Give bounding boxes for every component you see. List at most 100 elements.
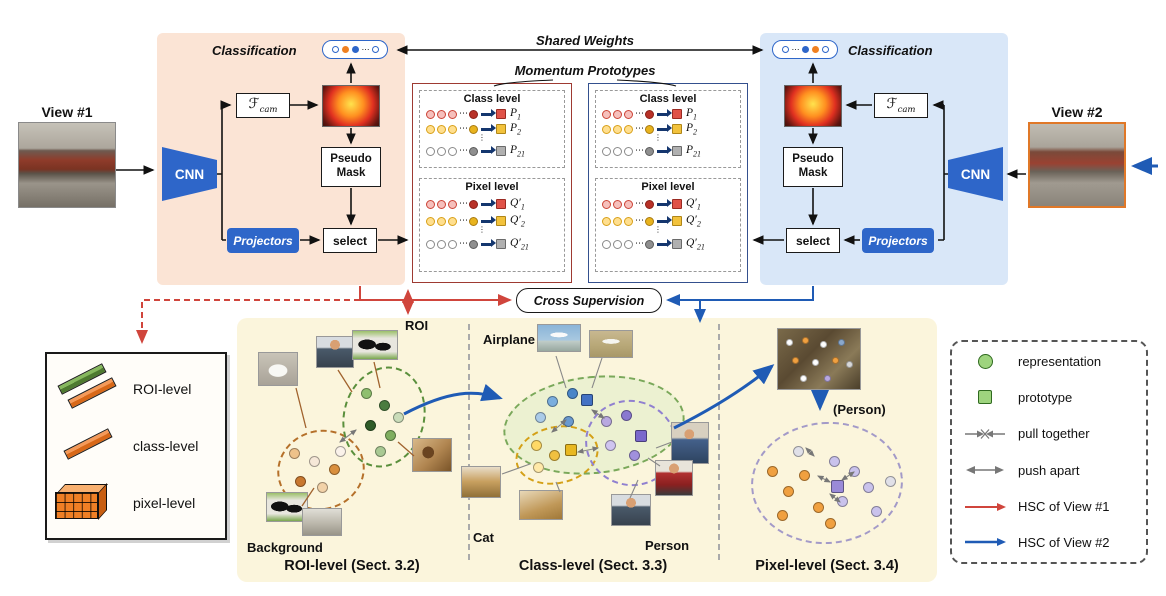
representation-dot	[825, 518, 836, 529]
prototype-row: ⋯Q′2	[420, 214, 564, 228]
representation-dot	[777, 510, 788, 521]
class-level-icon	[53, 423, 125, 469]
representation-dot	[375, 446, 386, 457]
section-divider	[468, 324, 470, 560]
representation-dot	[837, 496, 848, 507]
prototype-square	[672, 124, 682, 134]
representation-dot	[309, 456, 320, 467]
pixel-section-title: Pixel-level (Sect. 3.4)	[755, 558, 899, 574]
representation-dot	[295, 476, 306, 487]
prototype-row: ⋯P21	[420, 144, 564, 158]
representation-dot	[829, 456, 840, 467]
class-section-title: Class-level (Sect. 3.3)	[518, 558, 668, 574]
pixel-level-prototypes: Pixel level ⋯Q′1 ⋯Q′2 ⋮ ⋯Q′21	[595, 178, 741, 272]
prototype-label: Q′2	[686, 213, 701, 229]
fcam-label: ℱcam	[886, 96, 916, 115]
classification-label-view1: Classification	[212, 43, 297, 58]
view1-image	[18, 122, 116, 208]
representation-dot	[767, 466, 778, 477]
representation-icon	[977, 354, 993, 369]
prototype-label: P1	[510, 106, 522, 122]
arrow-icon	[657, 239, 672, 248]
prototype-label: Q′21	[510, 236, 529, 252]
representation-dot	[605, 440, 616, 451]
class-level-title: Class level	[639, 93, 697, 105]
select-box-view1: select	[323, 228, 377, 253]
projectors-box-view2: Projectors	[862, 228, 934, 253]
class-score-dot	[781, 46, 789, 53]
vertical-dots: ⋮	[654, 225, 662, 234]
legend-hsc-view2: HSC of View #2	[962, 535, 1136, 550]
ellipsis: ⋯	[791, 45, 800, 54]
hsc-view1-arrow-icon	[962, 501, 1008, 513]
legend-push-apart: push apart	[962, 462, 1136, 478]
photo-background-1	[266, 492, 308, 522]
prototype-row: ⋯P2	[420, 121, 564, 137]
prototype-label: P2	[510, 121, 522, 137]
fcam-label: ℱcam	[248, 96, 278, 115]
cnn-label: CNN	[174, 166, 205, 182]
momentum-prototypes-label: Momentum Prototypes	[514, 63, 656, 78]
prototype-row: ⋯Q′21	[420, 236, 564, 252]
representation-dot	[317, 482, 328, 493]
person-label: Person	[645, 538, 690, 553]
representation-dot	[849, 466, 860, 477]
representation-dot	[385, 430, 396, 441]
cross-supervision-box: Cross Supervision	[516, 288, 662, 313]
roi-label: ROI	[405, 318, 429, 333]
feature-levels-legend: ROI-level class-level pixel-level	[45, 352, 227, 540]
photo-airplane-1	[537, 324, 581, 352]
prototype-square	[496, 146, 506, 156]
representation-dot	[379, 400, 390, 411]
class-level-prototypes: Class level ⋯P1 ⋯P2 ⋮ ⋯P21	[595, 90, 741, 168]
prototype-row: ⋯Q′2	[596, 213, 740, 229]
prototype-row: ⋯Q′1	[420, 197, 564, 211]
photo-airplane-2	[589, 330, 633, 358]
pseudo-mask-box-view2: Pseudo Mask	[783, 147, 843, 187]
representation-dot	[793, 446, 804, 457]
pseudo-mask-box-view1: Pseudo Mask	[321, 147, 381, 187]
representation-dot	[329, 464, 340, 475]
pixel-level-title: Pixel level	[641, 181, 695, 193]
prototype-square	[496, 239, 506, 249]
representation-dot	[549, 450, 560, 461]
arrow-icon	[657, 146, 672, 155]
arrow-icon	[657, 124, 672, 133]
class-score-dot	[821, 46, 829, 53]
representation-dot	[863, 482, 874, 493]
prototype-row: ⋯Q′1	[596, 197, 740, 211]
prototype-square	[565, 444, 577, 456]
shared-weights-label: Shared Weights	[535, 33, 634, 48]
representation-dot	[535, 412, 546, 423]
ellipsis: ⋯	[361, 45, 370, 54]
arrow-icon	[657, 199, 672, 208]
photo-cat-2	[519, 490, 563, 520]
prototype-square	[496, 124, 506, 134]
fcam-box-view2: ℱcam	[874, 93, 928, 118]
view1-label: View #1	[41, 104, 93, 120]
class-score-dot	[331, 46, 339, 53]
vertical-dots: ⋮	[478, 133, 486, 142]
pixel-level-prototypes: Pixel level ⋯Q′1 ⋯Q′2 ⋮ ⋯Q′21	[419, 178, 565, 272]
photo-cat-1	[461, 466, 501, 498]
legend-prototype: prototype	[962, 390, 1136, 405]
arrow-icon	[481, 199, 496, 208]
prototype-row: ⋯P2	[596, 122, 740, 136]
photo-background-2	[302, 508, 342, 536]
airplane-label: Airplane	[483, 332, 536, 347]
prototype-square	[635, 430, 647, 442]
hsc-view2-arrow-icon	[962, 536, 1008, 548]
representation-dot	[563, 416, 574, 427]
background-label: Background	[247, 540, 323, 555]
class-score-dot	[371, 46, 379, 53]
view2-label: View #2	[1051, 104, 1103, 120]
photo-person-3	[611, 494, 651, 526]
prototype-square	[672, 109, 682, 119]
arrow-icon	[481, 124, 496, 133]
classification-scores-view2: ⋯	[772, 40, 838, 59]
prototype-square	[581, 394, 593, 406]
cam-thumbnail-view2	[784, 85, 842, 127]
photo-person-2	[655, 460, 693, 496]
class-score-dot	[351, 46, 359, 53]
representation-dot	[813, 502, 824, 513]
